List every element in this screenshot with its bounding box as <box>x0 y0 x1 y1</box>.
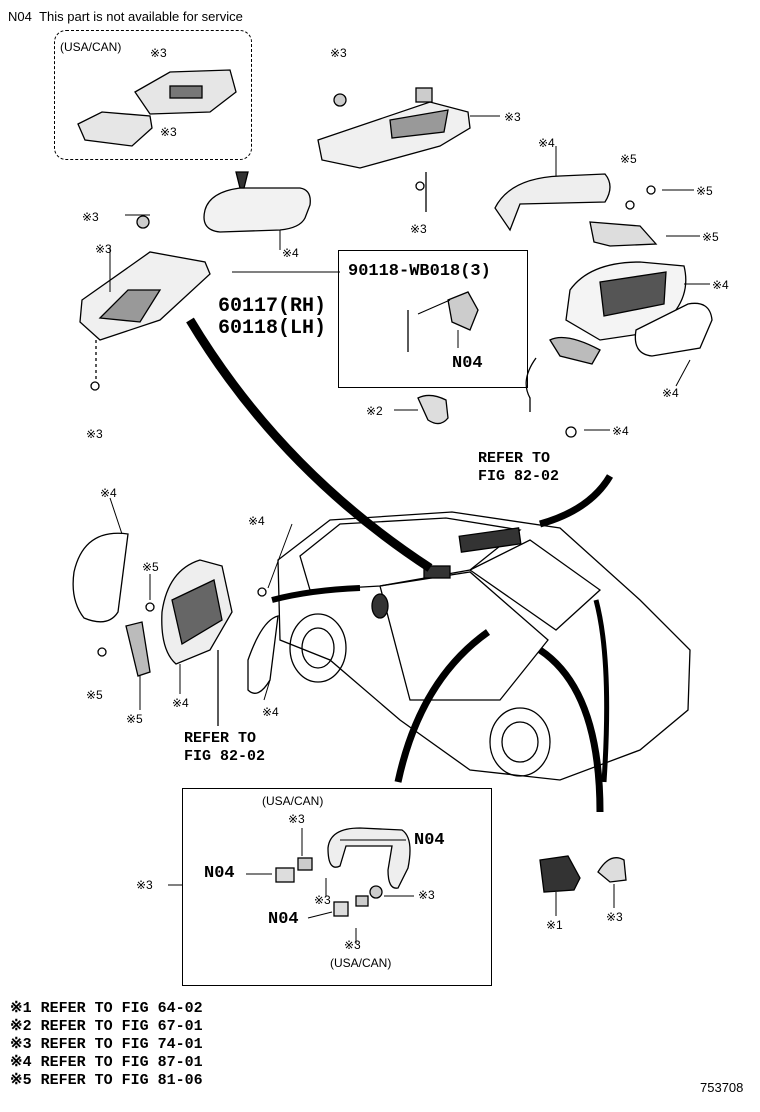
callout-4-mirror-cover: ※4 <box>538 136 555 150</box>
n04-label-cover: N04 <box>204 864 235 883</box>
legend-mark-2: ※2 <box>10 1018 32 1035</box>
callout-4-bolt-rh: ※4 <box>612 424 629 438</box>
callout-3-grip-c: ※3 <box>418 888 435 902</box>
bolt-part-number: 90118-WB018(3) <box>348 262 491 281</box>
legend-row-5: ※5 REFER TO FIG 81-06 <box>10 1072 203 1090</box>
legend-mark-4: ※4 <box>10 1054 32 1071</box>
part-number-lh: 60118(LH) <box>218 317 327 340</box>
clip-icon <box>597 857 627 883</box>
callout-3-grip-d: ※3 <box>344 938 361 952</box>
callout-5-bracket: ※5 <box>702 230 719 244</box>
callout-4-mirror-rh: ※4 <box>712 278 729 292</box>
assist-grip-box <box>182 788 492 986</box>
dome-light-lens-icon <box>77 111 153 147</box>
mirror-cover-icon <box>494 173 611 232</box>
assist-grip-icon <box>417 394 449 425</box>
callout-4-glass-lh: ※4 <box>262 705 279 719</box>
refer-to-left-line1: REFER TO <box>184 730 257 747</box>
callout-4-cover-lh: ※4 <box>100 486 117 500</box>
legend-text-5: REFER TO FIG 81-06 <box>40 1072 203 1089</box>
callout-3-clip: ※3 <box>606 910 623 924</box>
switch-icon <box>539 855 581 893</box>
callout-3-visor-rh: ※3 <box>504 110 521 124</box>
callout-3-visor-lh-clip: ※3 <box>82 210 99 224</box>
callout-1-switch: ※1 <box>546 918 563 932</box>
legend-mark-1: ※1 <box>10 1000 32 1017</box>
callout-2-grip: ※2 <box>366 404 383 418</box>
callout-3-grip-box: ※3 <box>136 878 153 892</box>
mirror-bracket-icon <box>589 221 658 247</box>
n04-label-mirror: N04 <box>452 354 483 373</box>
note-text: This part is not available for service <box>39 9 243 24</box>
callout-5-screw-lh: ※5 <box>142 560 159 574</box>
mirror-glass-lh-icon <box>247 615 279 694</box>
callout-5-bracket-lh: ※5 <box>126 712 143 726</box>
legend-text-2: REFER TO FIG 67-01 <box>40 1018 203 1035</box>
refer-to-right: REFER TO FIG 82-02 <box>478 450 559 486</box>
callout-4-mirror-lh: ※4 <box>172 696 189 710</box>
callout-3-grip-b: ※3 <box>314 893 331 907</box>
legend: ※1 REFER TO FIG 64-02 ※2 REFER TO FIG 67… <box>10 1000 203 1090</box>
legend-mark-3: ※3 <box>10 1036 32 1053</box>
callout-3-visor-rh-clip: ※3 <box>330 46 347 60</box>
refer-to-left-line2: FIG 82-02 <box>184 748 266 765</box>
legend-row-3: ※3 REFER TO FIG 74-01 <box>10 1036 203 1054</box>
callout-3-visor-rh-screw: ※3 <box>410 222 427 236</box>
usa-can-label-top: (USA/CAN) <box>60 40 122 54</box>
usa-can-label-grip-bottom: (USA/CAN) <box>330 956 392 970</box>
callout-4-mirror-glass-rh: ※4 <box>662 386 679 400</box>
note-code: N04 <box>8 9 32 24</box>
rear-view-mirror-icon <box>203 187 311 233</box>
legend-mark-5: ※5 <box>10 1072 32 1089</box>
legend-text-4: REFER TO FIG 87-01 <box>40 1054 203 1071</box>
usa-can-dome-light-group <box>54 30 252 160</box>
callout-3-dome-lens: ※3 <box>160 125 177 139</box>
legend-text-1: REFER TO FIG 64-02 <box>40 1000 203 1017</box>
callout-4-inner-mirror: ※4 <box>282 246 299 260</box>
legend-row-2: ※2 REFER TO FIG 67-01 <box>10 1018 203 1036</box>
callout-4-bolt-lh: ※4 <box>248 514 265 528</box>
callout-5-screw-a: ※5 <box>620 152 637 166</box>
callout-5-screw-lh-b: ※5 <box>86 688 103 702</box>
usa-can-text: USA/CAN <box>334 956 388 970</box>
service-note: N04 This part is not available for servi… <box>8 9 243 24</box>
refer-to-right-line1: REFER TO <box>478 450 551 467</box>
mirror-glass-rh-icon <box>634 302 713 357</box>
legend-row-4: ※4 REFER TO FIG 87-01 <box>10 1054 203 1072</box>
n04-label-grip: N04 <box>414 831 445 850</box>
callout-3-visor-lh: ※3 <box>95 242 112 256</box>
diagram-id: 753708 <box>700 1080 744 1095</box>
callout-5-screw-b: ※5 <box>696 184 713 198</box>
callout-3-dome-housing: ※3 <box>150 46 167 60</box>
refer-to-right-line2: FIG 82-02 <box>478 468 560 485</box>
grip-handle-icon <box>327 827 411 889</box>
usa-can-label-grip: (USA/CAN) <box>262 794 324 808</box>
n04-label-clip: N04 <box>268 910 299 929</box>
legend-row-1: ※1 REFER TO FIG 64-02 <box>10 1000 203 1018</box>
legend-text-3: REFER TO FIG 74-01 <box>40 1036 203 1053</box>
part-number-rh: 60117(RH) <box>218 295 327 318</box>
refer-to-left: REFER TO FIG 82-02 <box>184 730 265 766</box>
outer-mirror-part-box <box>338 250 528 388</box>
callout-3-grip-a: ※3 <box>288 812 305 826</box>
callout-3-visor-lh-screw: ※3 <box>86 427 103 441</box>
mirror-cover-lh-icon <box>72 532 129 623</box>
